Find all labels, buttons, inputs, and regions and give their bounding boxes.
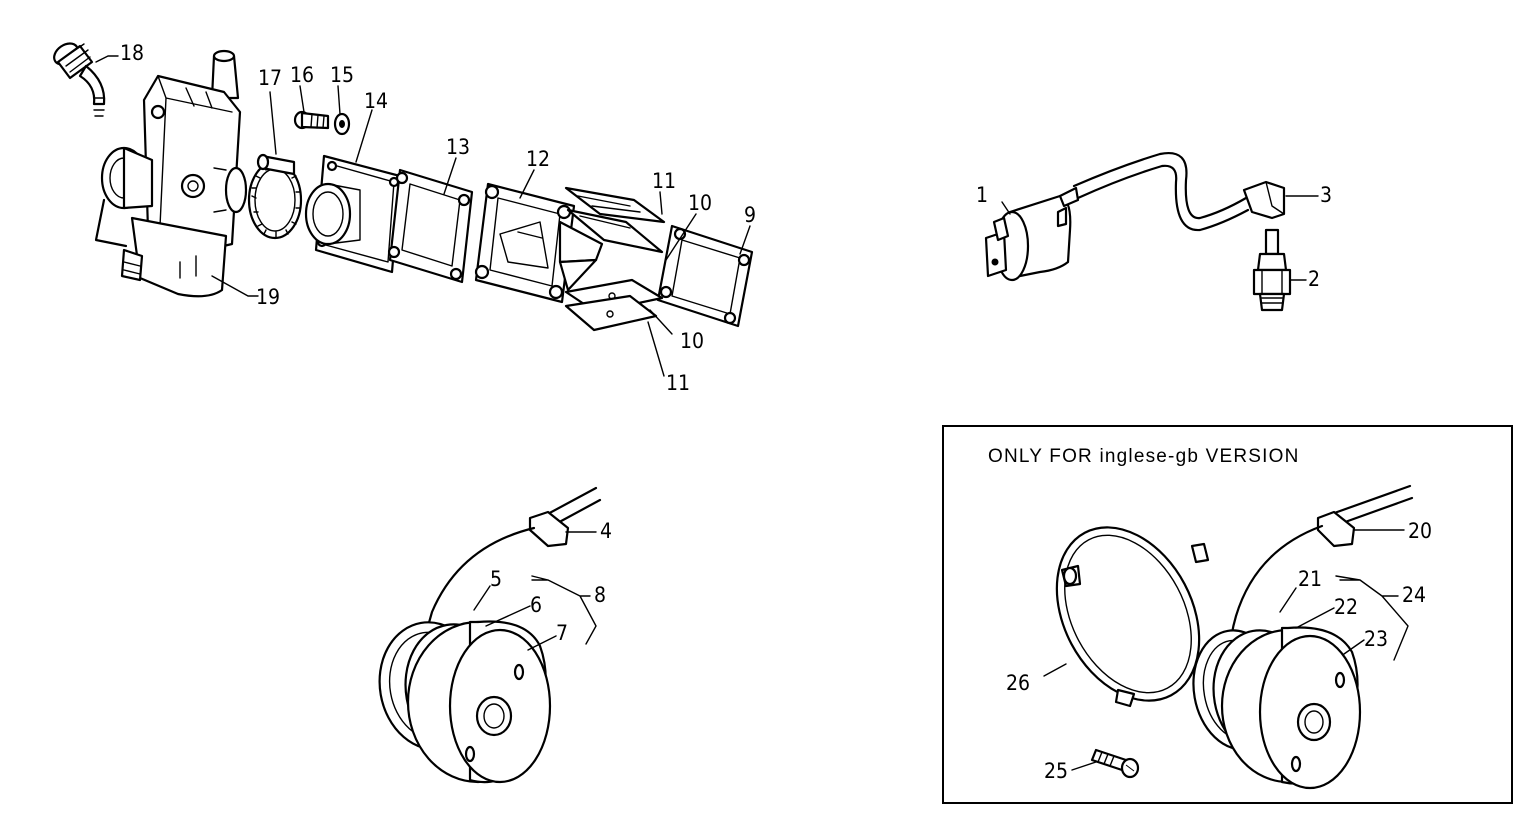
label-10-upper: 10	[688, 191, 712, 215]
label-6: 6	[530, 593, 542, 617]
label-26: 26	[1006, 671, 1030, 695]
part-13-gasket	[387, 168, 474, 284]
label-2: 2	[1308, 267, 1320, 291]
stator-flywheel-assembly-standard	[378, 486, 602, 784]
part-16-bolt	[293, 110, 330, 130]
stator-flywheel-assembly-gb	[1192, 484, 1414, 790]
label-8: 8	[594, 583, 606, 607]
label-21: 21	[1298, 567, 1322, 591]
label-1: 1	[976, 183, 988, 207]
leader-lines	[95, 55, 1409, 771]
part-labels: 18 17 16 15 14 13 12 11 10 9 19 10 11 1 …	[120, 41, 1432, 783]
part-15-washer	[333, 112, 351, 136]
label-9: 9	[744, 203, 756, 227]
variant-note: ONLY FOR inglese-gb VERSION	[988, 446, 1300, 467]
label-11-lower: 11	[666, 371, 690, 395]
label-22: 22	[1334, 595, 1358, 619]
label-25: 25	[1044, 759, 1068, 783]
label-11-upper: 11	[652, 169, 676, 193]
variant-box	[942, 425, 1513, 804]
part-10-reed-stopper-upper	[566, 208, 664, 254]
part-2-spark-plug	[1252, 228, 1292, 312]
part-12-reed-block	[474, 182, 604, 304]
label-7: 7	[556, 621, 568, 645]
part-3-cable-and-plug-cap	[1058, 151, 1286, 232]
label-19: 19	[256, 285, 280, 309]
label-17: 17	[258, 66, 282, 90]
label-12: 12	[526, 147, 550, 171]
label-18: 18	[120, 41, 144, 65]
label-10-lower: 10	[680, 329, 704, 353]
part-11-reed-petal-upper	[564, 186, 666, 224]
part-1-ignition-coil	[984, 194, 1072, 282]
label-16: 16	[290, 63, 314, 87]
label-14: 14	[364, 89, 388, 113]
label-23: 23	[1364, 627, 1388, 651]
label-4: 4	[600, 519, 612, 543]
part-25-screw	[1090, 748, 1140, 779]
part-19-carburetor	[94, 49, 248, 298]
label-15: 15	[330, 63, 354, 87]
label-20: 20	[1408, 519, 1432, 543]
part-14-intake-manifold	[304, 154, 402, 274]
label-5: 5	[490, 567, 502, 591]
part-26-flywheel-cover-ring	[1055, 526, 1210, 708]
label-3: 3	[1320, 183, 1332, 207]
part-9-gasket-rear	[656, 224, 754, 328]
part-17-hose-clamp	[247, 153, 303, 240]
label-13: 13	[446, 135, 470, 159]
part-18-fuel-hose-fitting	[53, 42, 106, 117]
label-24: 24	[1402, 583, 1426, 607]
